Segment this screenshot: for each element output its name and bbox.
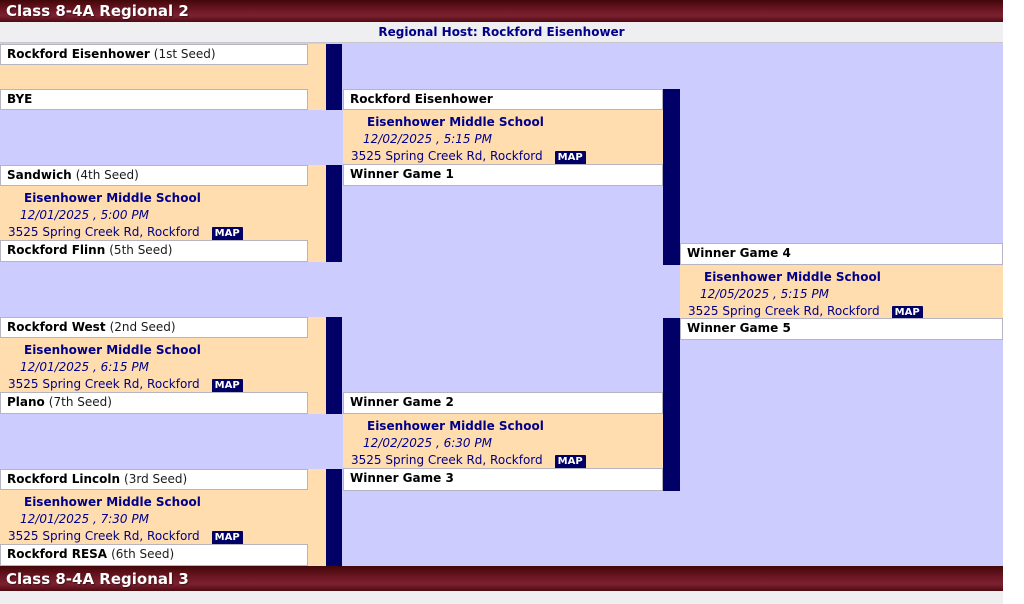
- team-row: Rockford RESA(6th Seed): [0, 544, 308, 566]
- team-row: Winner Game 5: [680, 318, 1003, 340]
- address-text: 3525 Spring Creek Rd, Rockford: [351, 149, 543, 163]
- regional-3-title: Class 8-4A Regional 3: [6, 570, 189, 588]
- game-address: 3525 Spring Creek Rd, Rockford MAP: [0, 224, 326, 241]
- team-seed: (1st Seed): [153, 47, 216, 61]
- team-name: Winner Game 5: [687, 321, 791, 335]
- team-row: BYE: [0, 89, 308, 110]
- map-link[interactable]: MAP: [211, 531, 243, 545]
- team-name: Rockford Eisenhower: [7, 47, 150, 61]
- connector-game-bye: [326, 44, 342, 110]
- game-address: 3525 Spring Creek Rd, Rockford MAP: [0, 528, 326, 545]
- team-row: Sandwich(4th Seed): [0, 165, 308, 186]
- game-datetime: 12/01/2025 , 7:30 PM: [20, 512, 149, 526]
- team-name: Plano: [7, 395, 45, 409]
- game-block-final: Winner Game 4 Eisenhower Middle School 1…: [680, 243, 1003, 340]
- game-datetime: 12/01/2025 , 6:15 PM: [20, 360, 149, 374]
- team-name: Winner Game 4: [687, 246, 791, 260]
- venue-name: Eisenhower Middle School: [367, 115, 544, 129]
- game-datetime: 12/01/2025 , 5:00 PM: [20, 208, 149, 222]
- bracket-area: Rockford Eisenhower(1st Seed) BYE Sandwi…: [0, 43, 1003, 566]
- connector-game-2: [326, 317, 342, 414]
- game-info: Eisenhower Middle School 12/01/2025 , 5:…: [0, 186, 326, 244]
- game-address: 3525 Spring Creek Rd, Rockford MAP: [680, 303, 1003, 320]
- connector-game-1: [326, 165, 342, 262]
- regional-host-text: Regional Host: Rockford Eisenhower: [378, 25, 625, 39]
- team-row: Winner Game 2: [343, 392, 663, 414]
- team-row: Winner Game 3: [343, 468, 663, 491]
- team-seed: (6th Seed): [111, 547, 175, 561]
- team-name: BYE: [7, 92, 33, 106]
- team-name: Sandwich: [7, 168, 72, 182]
- venue-name: Eisenhower Middle School: [24, 343, 201, 357]
- regional-3-header: Class 8-4A Regional 3: [0, 566, 1003, 591]
- team-row: Winner Game 1: [343, 164, 663, 186]
- address-text: 3525 Spring Creek Rd, Rockford: [8, 225, 200, 239]
- venue-name: Eisenhower Middle School: [24, 191, 201, 205]
- team-name: Rockford Flinn: [7, 243, 106, 257]
- game-datetime: 12/05/2025 , 5:15 PM: [700, 287, 829, 301]
- game-block-1: Sandwich(4th Seed) Eisenhower Middle Sch…: [0, 165, 326, 262]
- game-info: Eisenhower Middle School 12/05/2025 , 5:…: [680, 265, 1003, 322]
- team-name: Rockford Eisenhower: [350, 92, 493, 106]
- team-name: Winner Game 2: [350, 395, 454, 409]
- map-link[interactable]: MAP: [554, 455, 586, 469]
- address-text: 3525 Spring Creek Rd, Rockford: [688, 304, 880, 318]
- map-link[interactable]: MAP: [211, 227, 243, 241]
- map-link[interactable]: MAP: [211, 379, 243, 393]
- connector-game-4: [663, 89, 680, 265]
- team-row: Plano(7th Seed): [0, 392, 308, 414]
- game-info: Eisenhower Middle School 12/02/2025 , 5:…: [343, 110, 663, 168]
- address-text: 3525 Spring Creek Rd, Rockford: [8, 377, 200, 391]
- address-text: 3525 Spring Creek Rd, Rockford: [8, 529, 200, 543]
- game-info: Eisenhower Middle School 12/01/2025 , 7:…: [0, 490, 326, 548]
- venue-name: Eisenhower Middle School: [704, 270, 881, 284]
- venue-name: Eisenhower Middle School: [24, 495, 201, 509]
- game-datetime: 12/02/2025 , 6:30 PM: [363, 436, 492, 450]
- game-address: 3525 Spring Creek Rd, Rockford MAP: [343, 148, 663, 165]
- team-row: Rockford Eisenhower: [343, 89, 663, 110]
- team-row: Rockford Flinn(5th Seed): [0, 240, 308, 262]
- regional-3-host-bar-partial: [0, 591, 1003, 604]
- game-address: 3525 Spring Creek Rd, Rockford MAP: [343, 452, 663, 469]
- regional-host-bar: Regional Host: Rockford Eisenhower: [0, 22, 1003, 43]
- team-row: Rockford Eisenhower(1st Seed): [0, 44, 308, 65]
- team-name: Winner Game 1: [350, 167, 454, 181]
- game-block-bye: Rockford Eisenhower(1st Seed) BYE: [0, 44, 326, 110]
- game-info: Eisenhower Middle School 12/02/2025 , 6:…: [343, 414, 663, 472]
- regional-2-header: Class 8-4A Regional 2: [0, 0, 1003, 22]
- connector-game-5: [663, 318, 680, 491]
- venue-name: Eisenhower Middle School: [367, 419, 544, 433]
- game-block-5: Winner Game 2 Eisenhower Middle School 1…: [343, 392, 663, 491]
- game-datetime: 12/02/2025 , 5:15 PM: [363, 132, 492, 146]
- game-address: 3525 Spring Creek Rd, Rockford MAP: [0, 376, 326, 393]
- team-name: Rockford West: [7, 320, 106, 334]
- team-name: Rockford RESA: [7, 547, 108, 561]
- team-seed: (4th Seed): [75, 168, 139, 182]
- map-link[interactable]: MAP: [891, 306, 923, 320]
- team-seed: (5th Seed): [109, 243, 173, 257]
- regional-2-title: Class 8-4A Regional 2: [6, 2, 189, 20]
- game-block-3: Rockford Lincoln(3rd Seed) Eisenhower Mi…: [0, 469, 326, 566]
- address-text: 3525 Spring Creek Rd, Rockford: [351, 453, 543, 467]
- team-row: Winner Game 4: [680, 243, 1003, 265]
- team-seed: (3rd Seed): [124, 472, 188, 486]
- team-name: Rockford Lincoln: [7, 472, 121, 486]
- team-row: Rockford Lincoln(3rd Seed): [0, 469, 308, 490]
- map-link[interactable]: MAP: [554, 151, 586, 165]
- team-row: Rockford West(2nd Seed): [0, 317, 308, 338]
- game-info: Eisenhower Middle School 12/01/2025 , 6:…: [0, 338, 326, 396]
- game-block-2: Rockford West(2nd Seed) Eisenhower Middl…: [0, 317, 326, 414]
- team-name: Winner Game 3: [350, 471, 454, 485]
- connector-game-3: [326, 469, 342, 566]
- game-block-4: Rockford Eisenhower Eisenhower Middle Sc…: [343, 89, 663, 186]
- team-seed: (2nd Seed): [109, 320, 176, 334]
- team-seed: (7th Seed): [48, 395, 112, 409]
